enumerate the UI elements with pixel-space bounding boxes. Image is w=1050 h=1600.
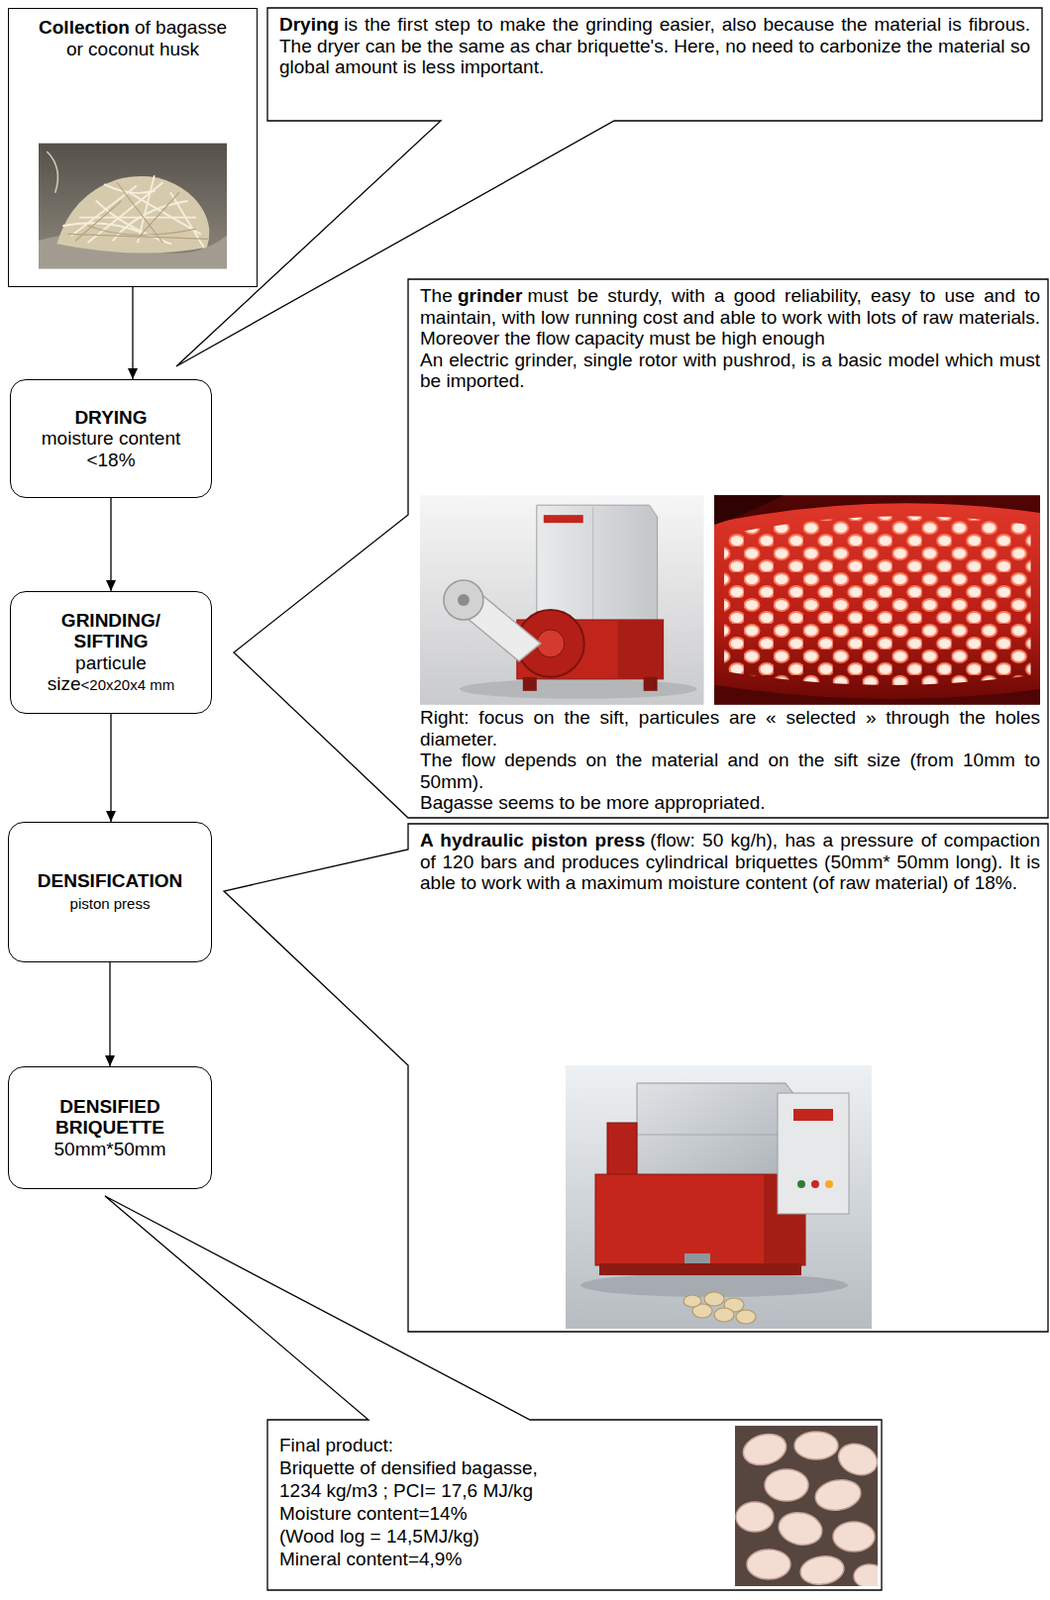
node-text: 50mm*50mm: [54, 1139, 167, 1160]
node-text: Collection: [38, 16, 130, 38]
text-block: The flow depends on the material and on …: [420, 749, 1041, 793]
process-box: DRYINGmoisture content <18%: [9, 379, 212, 499]
node-text: Briquette of densified bagasse,: [279, 1457, 735, 1480]
node-text: (Wood log = 14,5MJ/kg): [279, 1525, 735, 1549]
photo-row: [38, 130, 227, 282]
flow-arrow: [109, 714, 111, 823]
callout-box: Thegrindermust be sturdy, with a good re…: [408, 279, 1049, 819]
text-block: A hydraulic piston press(flow: 50 kg/h),…: [420, 830, 1041, 895]
node-text: Drying: [279, 13, 339, 35]
briquette-photo: [735, 1426, 878, 1587]
callout-outline: [176, 7, 1043, 367]
text-block: piston press: [16, 892, 204, 916]
node-text: Bagasse seems to be more appropriated.: [420, 792, 766, 814]
process-box: DENSIFICATION piston press: [7, 822, 212, 963]
node-text: is the first step to make the grinding e…: [279, 13, 1031, 78]
node-text: The: [420, 285, 453, 307]
node-text: <20x20x4 mm: [81, 676, 176, 694]
process-box: GRINDING/ SIFTINGparticule size<20x20x4 …: [9, 591, 212, 715]
node-text: Mineral content=4,9%: [279, 1548, 735, 1572]
text-block: Collectionof bagasse or coconut husk: [38, 16, 227, 60]
sieve-photo: [714, 495, 1041, 706]
process-box: DENSIFIED BRIQUETTE50mm*50mm: [7, 1066, 212, 1190]
text-block: DRYING: [20, 407, 202, 429]
callout-outline: [223, 824, 1049, 1333]
grinder-photo: [420, 495, 705, 706]
node-text: DRYING: [74, 407, 147, 428]
text-block: 50mm*50mm: [22, 1139, 198, 1161]
node-text: piston press: [70, 895, 151, 913]
node-text: GRINDING/ SIFTING: [61, 610, 161, 653]
text-block: DENSIFICATION: [16, 870, 204, 893]
node-text: 1234 kg/m3 ; PCI= 17,6 MJ/kg: [279, 1479, 735, 1503]
source-box: Collectionof bagasse or coconut husk: [7, 7, 258, 288]
photo-row: [420, 1065, 1041, 1330]
flow-arrow: [109, 498, 111, 592]
photo-row: [735, 1426, 878, 1587]
text-block: Dryingis the first step to make the grin…: [279, 13, 1031, 79]
text-block: particule size<20x20x4 mm: [28, 652, 194, 697]
node-text: DENSIFIED BRIQUETTE: [55, 1096, 165, 1140]
node-text: Final product:: [279, 1434, 735, 1458]
text-block: GRINDING/ SIFTING: [28, 610, 194, 653]
node-text: Right: focus on the sift, particules are…: [420, 707, 1041, 750]
flow-arrow: [131, 287, 133, 380]
node-text: moisture content <18%: [41, 427, 181, 471]
node-text: A hydraulic piston press: [420, 830, 645, 851]
node-text: The flow depends on the material and on …: [420, 749, 1041, 793]
text-block: Bagasse seems to be more appropriated.: [420, 792, 1041, 815]
text-block: Right: focus on the sift, particules are…: [420, 707, 1041, 750]
callout-box: A hydraulic piston press(flow: 50 kg/h),…: [408, 824, 1049, 1333]
text-block: An electric grinder, single rotor with p…: [420, 349, 1041, 393]
press-photo: [565, 1065, 872, 1330]
callout-outline: [233, 279, 1049, 819]
text-block: Thegrindermust be sturdy, with a good re…: [420, 285, 1041, 350]
text-block: moisture content <18%: [20, 427, 202, 471]
node-text: Moisture content=14%: [279, 1502, 735, 1526]
text-block: Final product:Briquette of densified bag…: [279, 1426, 735, 1572]
node-text: grinder: [457, 285, 523, 307]
text-block: DENSIFIED BRIQUETTE: [22, 1096, 198, 1140]
callout-box: Dryingis the first step to make the grin…: [267, 7, 1043, 121]
photo-row: [420, 495, 1041, 706]
bagasse-photo: [38, 130, 227, 282]
callout-box: Final product:Briquette of densified bag…: [267, 1420, 882, 1591]
node-text: DENSIFICATION: [37, 870, 183, 892]
flow-arrow: [108, 962, 110, 1067]
node-text: An electric grinder, single rotor with p…: [420, 349, 1041, 393]
